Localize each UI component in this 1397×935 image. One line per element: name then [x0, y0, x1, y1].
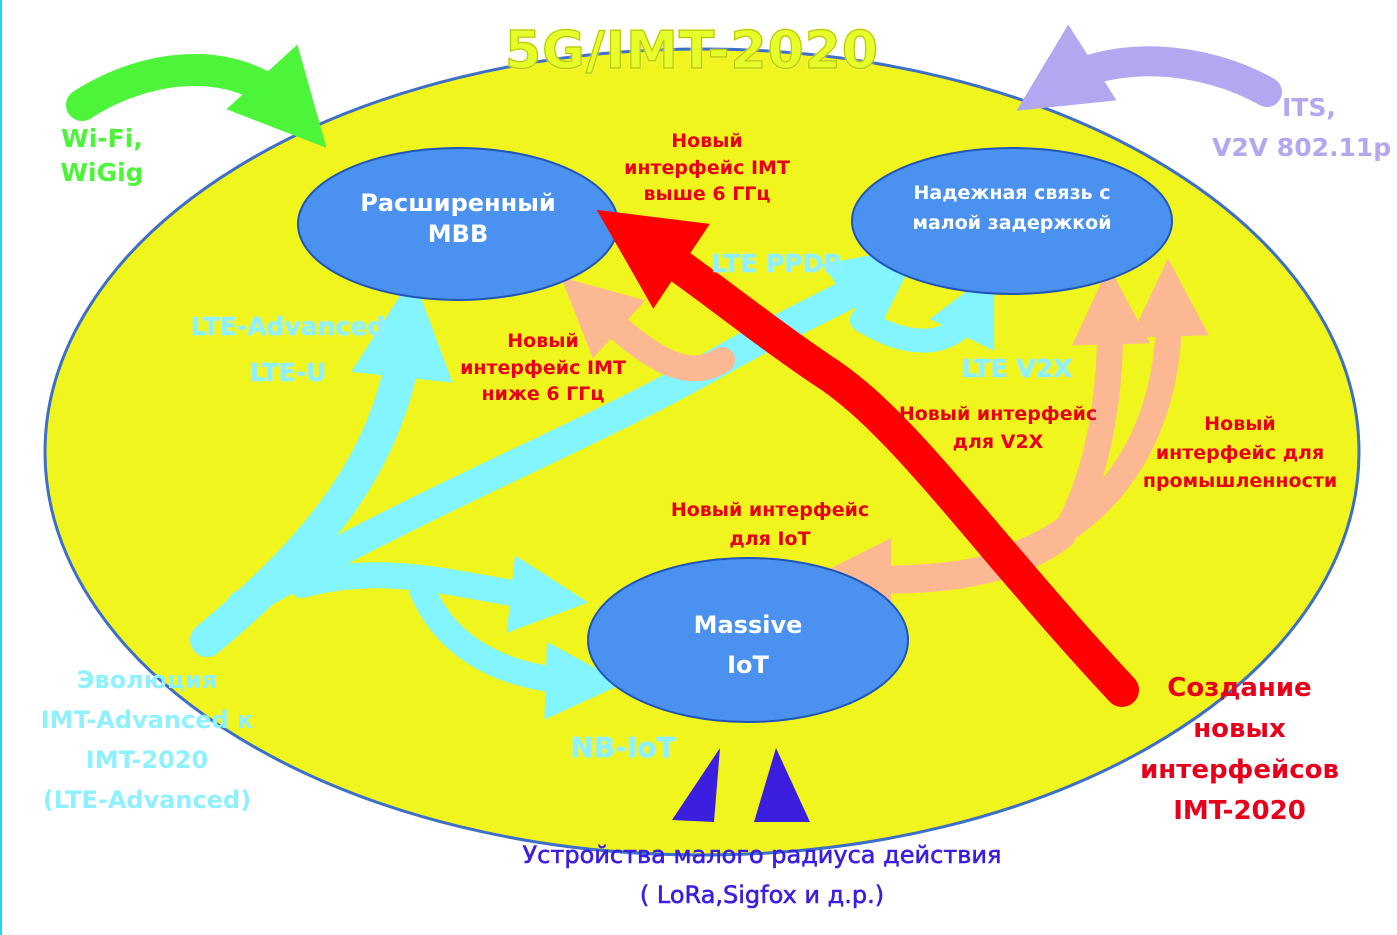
label-evolution: Эволюция IMT-Advanced к IMT-2020 (LTE-Ad…: [12, 660, 282, 820]
label-below6-line3: ниже 6 ГГц: [481, 383, 605, 406]
label-iot: Новый интерфейс для IoT: [650, 496, 890, 553]
label-above6: Новый интерфейс IMT выше 6 ГГц: [602, 128, 812, 208]
label-industry-line3: промышленности: [1142, 470, 1338, 492]
label-short-range-line2: ( LoRa,Sigfox и д.р.): [639, 880, 885, 909]
label-lte-ppdr: LTE PPDR: [711, 249, 843, 278]
label-v2x-line1: Новый интерфейс: [898, 403, 1098, 425]
label-lte-advanced: LTE-Advanced: [190, 312, 386, 341]
label-evolution-line3: IMT-2020: [85, 746, 209, 775]
node-urllc: [851, 147, 1173, 295]
label-creation-line2: новых: [1193, 714, 1286, 745]
label-above6-line3: выше 6 ГГц: [643, 183, 771, 206]
arrow-new-interfaces: [596, 209, 1139, 707]
node-urllc-line2: малой задержкой: [912, 212, 1112, 235]
label-below6: Новый интерфейс IMT ниже 6 ГГц: [438, 328, 648, 408]
arrow-short-range-left: [672, 748, 720, 822]
label-wifi-line1: Wi-Fi,: [61, 124, 143, 153]
label-industry: Новый интерфейс для промышленности: [1120, 410, 1360, 496]
arrow-to-miot-upper: [289, 555, 589, 633]
node-mbb-line2: MBB: [427, 220, 489, 249]
label-above6-line2: интерфейс IMT: [624, 156, 790, 179]
label-short-range-line1: Устройства малого радиуса действия: [522, 841, 1002, 870]
label-above6-line1: Новый: [671, 130, 743, 152]
new-interface-arrows: [561, 258, 1209, 622]
node-urllc-label: Надежная связь с малой задержкой: [862, 178, 1162, 239]
arrow-v2x-to-urllc: [1059, 266, 1150, 533]
arrow-to-miot-lower: [409, 577, 624, 720]
arrow-to-urllc: [227, 246, 921, 620]
label-nb-iot: NB-IoT: [570, 731, 676, 764]
label-its-line2: V2V 802.11p: [1212, 133, 1392, 162]
label-its: ITS, V2V 802.11p: [1212, 88, 1397, 168]
label-iot-line1: Новый интерфейс: [670, 499, 870, 521]
arrow-below6-to-mbb: [561, 277, 735, 382]
node-urllc-line1: Надежная связь с: [913, 182, 1111, 204]
label-iot-line2: для IoT: [729, 527, 811, 550]
label-creation: Создание новых интерфейсов IMT-2020: [1132, 668, 1347, 832]
label-v2x-line2: для V2X: [952, 430, 1044, 453]
node-miot-label: Massive IoT: [598, 606, 898, 685]
node-miot: [587, 557, 909, 723]
label-lte-u: LTE-U: [249, 358, 327, 387]
label-short-range: Устройства малого радиуса действия ( LoR…: [442, 836, 1082, 915]
label-wifi-line2: WiGig: [60, 157, 144, 187]
label-creation-line1: Создание: [1167, 673, 1312, 703]
label-wifi: Wi-Fi, WiGig: [32, 122, 172, 190]
node-miot-line1: Massive: [693, 611, 803, 639]
label-evolution-line4: (LTE-Advanced): [42, 786, 252, 815]
label-its-line1: ITS,: [1282, 93, 1336, 122]
node-mbb-line1: Расширенный: [360, 189, 556, 217]
label-evolution-line1: Эволюция: [76, 666, 218, 694]
diagram-title: 5G/IMT-2020: [504, 20, 880, 81]
arrow-short-range-right: [754, 748, 810, 822]
arrow-wifi: [66, 44, 327, 148]
label-creation-line4: IMT-2020: [1173, 796, 1306, 827]
label-below6-line1: Новый: [507, 330, 579, 352]
label-v2x: Новый интерфейс для V2X: [878, 401, 1118, 456]
arrow-its: [1016, 24, 1282, 111]
label-evolution-line2: IMT-Advanced к: [40, 706, 254, 735]
label-lte-v2x: LTE V2X: [961, 354, 1073, 383]
label-below6-line2: интерфейс IMT: [460, 356, 626, 379]
node-miot-line2: IoT: [727, 650, 769, 679]
arrow-to-urllc-v2x: [850, 270, 995, 353]
node-mbb-label: Расширенный MBB: [308, 188, 608, 250]
label-creation-line3: интерфейсов: [1140, 755, 1339, 786]
lte-evolution-arrows: [190, 246, 995, 720]
arrow-iot: [807, 521, 1076, 622]
label-industry-line1: Новый: [1204, 413, 1276, 435]
label-industry-line2: интерфейс для: [1155, 441, 1325, 464]
